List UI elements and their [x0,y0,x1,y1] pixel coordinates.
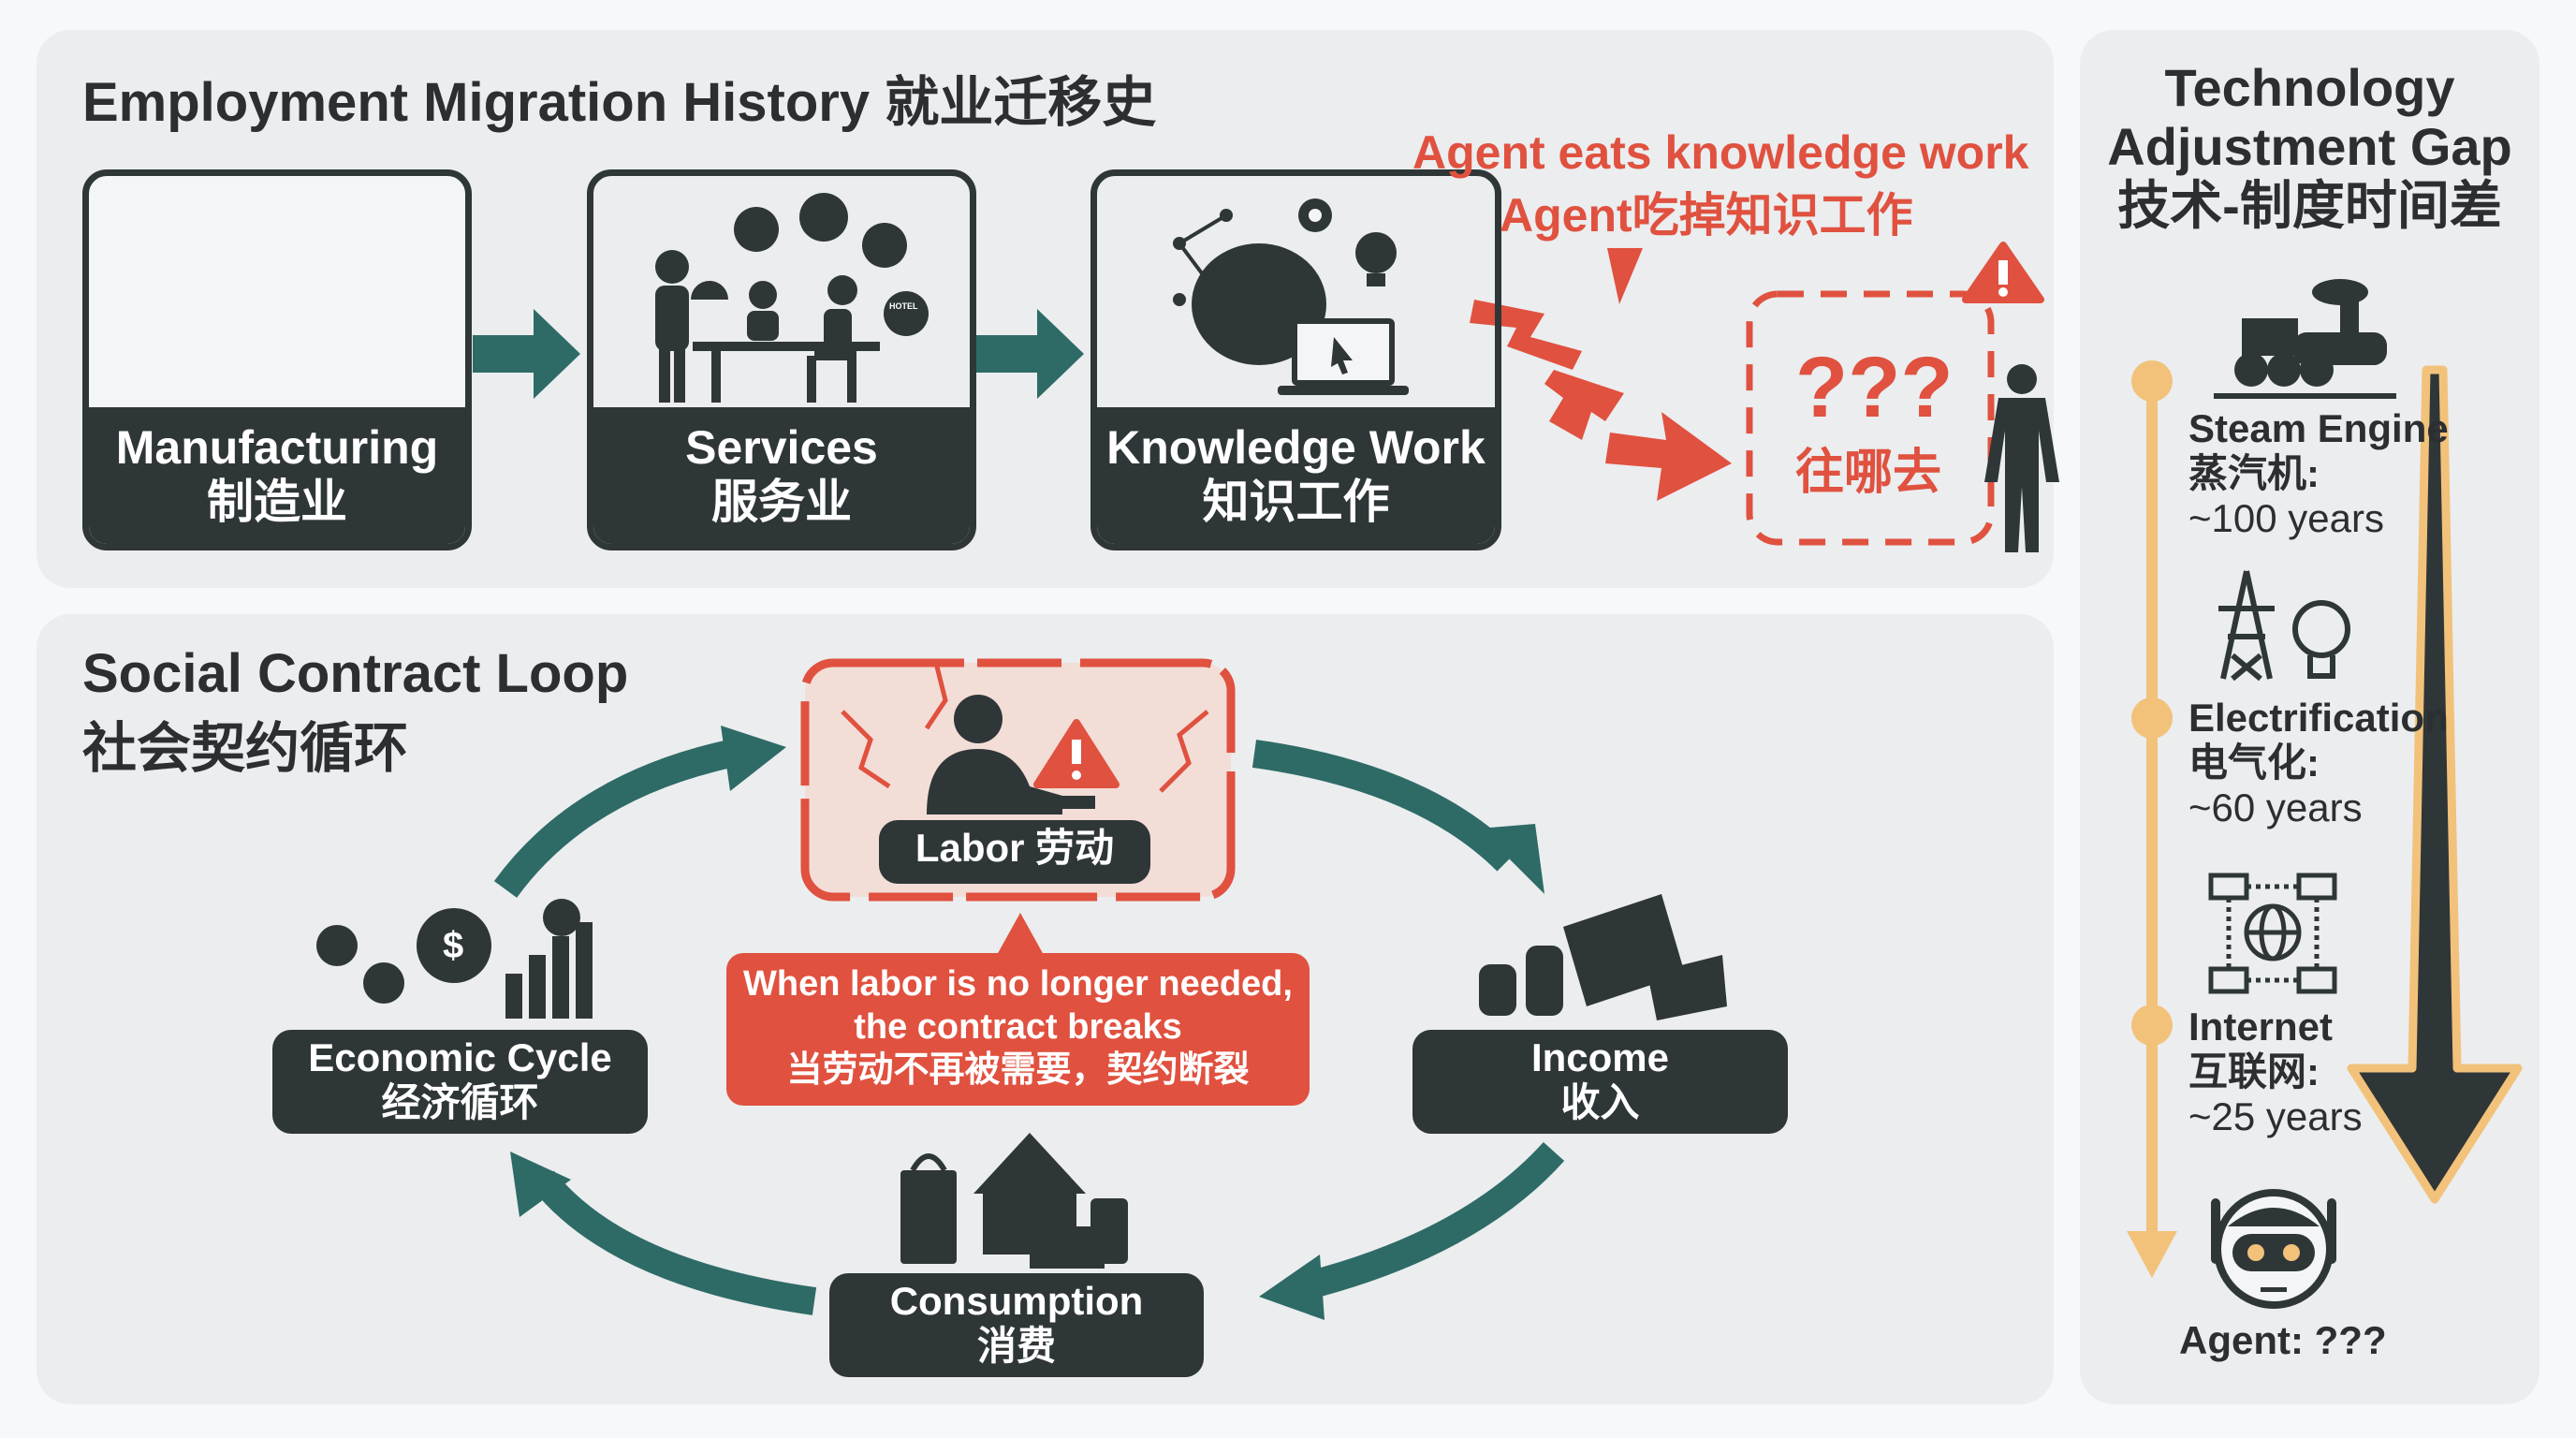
broken-arrow-icon [1470,248,1732,501]
stage-label-zh: 服务业 [711,476,852,528]
loop-title-en: Social Contract Loop [82,643,629,704]
item-name-en: Internet [2188,1005,2334,1049]
loop-arrow-to-labor [493,740,734,898]
item-name-zh: 互联网: [2188,1049,2320,1093]
loop-arrow-to-income [1251,740,1517,872]
gap-title-line-2: Adjustment Gap [2107,117,2512,176]
stage-label-en: Manufacturing [115,421,439,474]
item-years: ~100 years [2188,496,2384,540]
shrinking-gap-arrow [2347,365,2523,1204]
worker-icon [927,695,1095,814]
money-stack-icon [1479,894,1727,1020]
hotel-sign: HOTEL [889,301,918,311]
agent-note-en: Agent eats knowledge work [1412,126,2029,179]
gap-title-line-1: Technology [2164,58,2455,117]
lost-person-icon [1984,364,2059,552]
gap-title: Technology Adjustment Gap 技术-制度时间差 [2080,58,2539,235]
warning-icon [1033,719,1120,788]
shopping-house-icon [900,1133,1128,1269]
warning-icon [1962,242,2044,303]
stage-label-en: Knowledge Work [1106,421,1486,474]
arrow-right-icon [473,309,580,399]
timeline-dot [2131,360,2173,402]
stage-label-en: Services [685,421,878,474]
item-name-en: Steam Engine [2188,406,2449,450]
income-label-zh: 收入 [1560,1080,1640,1124]
timeline-dot [2131,697,2173,739]
unknown-mark: ??? [1795,340,1954,435]
stage-label-zh: 制造业 [207,476,347,528]
item-name-zh: 蒸汽机: [2188,451,2320,495]
agent-label: Agent: ??? [2179,1318,2387,1362]
economic-label-zh: 经济循环 [381,1080,539,1124]
callout-line-3: 当劳动不再被需要，契约断裂 [786,1050,1250,1090]
dollar-symbol: $ [443,925,464,966]
economic-label-en: Economic Cycle [308,1035,612,1079]
loop-arrow-to-consumption [1297,1141,1565,1301]
income-label-en: Income [1530,1035,1670,1079]
agent-note-zh: Agent吃掉知识工作 [1500,189,1913,242]
item-years: ~60 years [2188,785,2363,829]
power-tower-icon [2218,570,2275,682]
unknown-destination-box [1746,290,1995,546]
loop-arrow-to-economic [532,1170,817,1315]
gap-title-line-3: 技术-制度时间差 [2117,176,2502,235]
item-name-en: Electrification [2188,696,2449,740]
callout-line-2: the contract breaks [854,1007,1182,1047]
services-people-icon [655,193,929,403]
contract-breaks-callout: When labor is no longer needed, the cont… [726,953,1310,1106]
arrow-right-icon [976,309,1084,399]
network-globe-icon [2208,873,2337,994]
unknown-destination: 往哪去 [1795,446,1942,500]
robot-icon [2211,1189,2336,1309]
loop-title-zh: 社会契约循环 [82,718,409,779]
gears-growth-icon [316,899,593,1019]
steam-train-icon [2214,279,2396,399]
consumption-label-en: Consumption [889,1279,1144,1323]
consumption-label-zh: 消费 [976,1324,1056,1368]
light-bulb-icon [2292,600,2350,679]
callout-line-1: When labor is no longer needed, [743,964,1293,1004]
timeline-dot [2131,1005,2173,1046]
brain-laptop-icon [1173,198,1409,395]
stage-label-zh: 知识工作 [1202,476,1390,528]
item-years: ~25 years [2188,1094,2363,1138]
labor-node: Labor 劳动 [879,820,1150,884]
labor-label: Labor 劳动 [915,826,1115,870]
item-name-zh: 电气化: [2188,741,2320,785]
migration-title: Employment Migration History 就业迁移史 [82,72,1157,133]
